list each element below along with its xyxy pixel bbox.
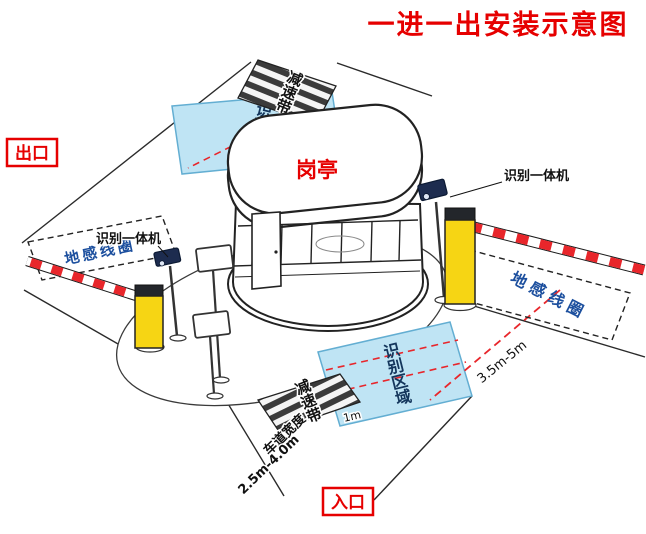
- camera-left: 识别一体机: [95, 230, 187, 342]
- barrier-post-left: [134, 295, 164, 349]
- guard-booth: 岗亭: [226, 103, 429, 332]
- entrance-label: 入口: [331, 493, 365, 513]
- lane-width-annotation: 车道宽度 2.5m-4.0m: [234, 409, 311, 500]
- booth-door: [251, 211, 282, 290]
- barrier-post-right-cap: [444, 207, 476, 221]
- camera-left-icon: [153, 247, 182, 267]
- barrier-gate-right: [443, 207, 646, 312]
- barrier-arm-right: [468, 220, 646, 276]
- diagram-title: 一进一出安装示意图: [368, 9, 629, 41]
- barrier-arm-left: [25, 255, 148, 305]
- camera-right: 识别一体机: [417, 167, 571, 305]
- entrance-badge: 入口: [321, 486, 375, 517]
- sign-post-2: [192, 310, 231, 400]
- exit-label: 出口: [15, 143, 49, 164]
- sign-screen: [195, 244, 234, 273]
- booth-label: 岗亭: [296, 158, 338, 182]
- zone-inner-distance-label: 1m: [342, 408, 362, 425]
- sign-screen: [192, 310, 231, 339]
- camera-left-lens-icon: [158, 260, 165, 267]
- barrier-gate-left: [25, 255, 165, 353]
- barrier-post-left-cap: [134, 284, 164, 297]
- booth-door-handle: [274, 250, 278, 254]
- camera-right-lens-icon: [423, 193, 430, 200]
- speed-bump-bottom: 减速带: [256, 373, 362, 431]
- speed-bump-top: 减速带: [237, 59, 337, 125]
- booth-roof: [226, 103, 424, 215]
- barrier-distance-label: 3.5m-5m: [475, 338, 530, 387]
- exit-badge: 出口: [5, 137, 59, 168]
- barrier-post-right: [444, 219, 476, 305]
- camera-left-label: 识别一体机: [96, 231, 161, 247]
- camera-right-label: 识别一体机: [504, 168, 569, 184]
- camera-right-icon: [417, 178, 448, 202]
